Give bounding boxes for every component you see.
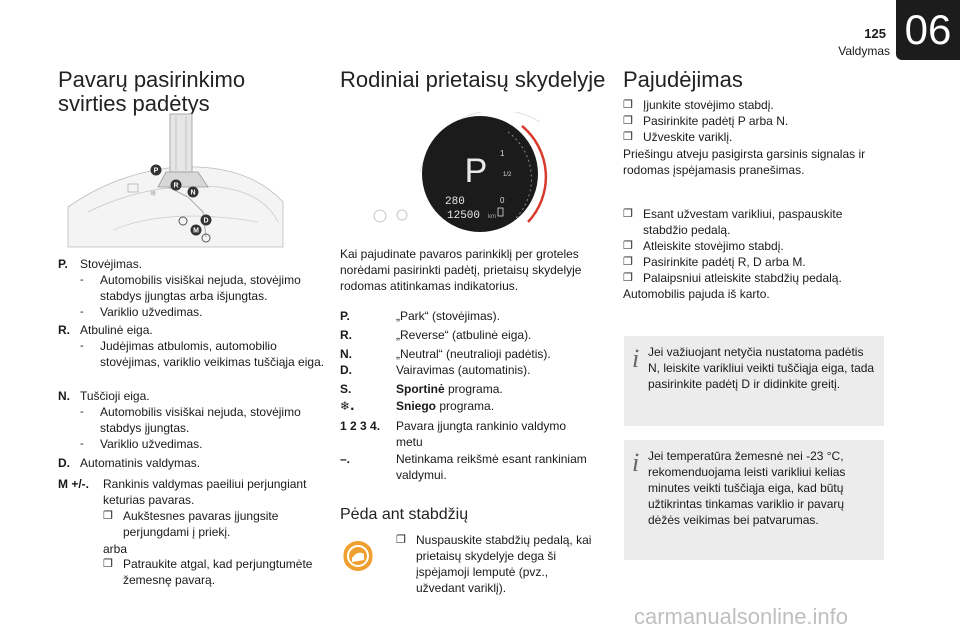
gear-lever-illustration: P R N D M ❄: [58, 112, 293, 252]
label-p: P: [154, 168, 159, 175]
note-2: Automobilis pajuda iš karto.: [623, 287, 770, 301]
svg-text:1: 1: [500, 149, 505, 158]
page-number: 125: [864, 26, 886, 41]
brake-warning-icon: [340, 536, 376, 576]
item-m-bullet-2: ❐Patraukite atgal, kad perjungtumėte žem…: [103, 557, 313, 587]
brake-instruction: ❐Nuspauskite stabdžių pedalą, kai prieta…: [396, 533, 592, 595]
note-1: Priešingu atveju pasigirsta garsinis sig…: [623, 147, 866, 177]
col2-intro: Kai pajudinate pavaros parinkiklį per gr…: [340, 247, 582, 293]
label-n: N: [190, 190, 195, 197]
item-m-label: Rankinis valdymas paeiliui perjungiant k…: [103, 477, 307, 507]
item-m-or: arba: [103, 542, 128, 556]
odometer-unit: km: [488, 214, 496, 220]
instrument-display-illustration: P 280 12500 km 1 1/2 0: [340, 109, 600, 232]
watermark: carmanualsonline.info: [634, 604, 849, 629]
col2-subtitle: Pėda ant stabdžių: [340, 506, 469, 523]
col2-title: Rodiniai prietaisų skydelyje: [340, 67, 606, 92]
item-n-dash-2: -Variklio užvedimas.: [80, 437, 203, 451]
step-5: ❐Atleiskite stovėjimo stabdį.: [623, 239, 784, 253]
info-icon: i: [632, 448, 640, 477]
item-m-bullet-1: ❐Aukštesnes pavaras įjungsite perjungdam…: [103, 509, 279, 539]
info-box-1: i Jei važiuojant netyčia nustatoma padėt…: [624, 336, 884, 426]
step-7: ❐Palaipsniui atleiskite stabdžių pedalą.: [623, 271, 842, 285]
speed-readout: 280: [445, 196, 465, 208]
step-6: ❐Pasirinkite padėtį R, D arba M.: [623, 255, 806, 269]
label-d: D: [203, 218, 208, 225]
item-r-dash-1: -Judėjimas atbulomis, automobilio stovėj…: [80, 339, 325, 369]
info-box-2: i Jei temperatūra žemesnė nei -23 °C, re…: [624, 440, 884, 560]
col3-title: Pajudėjimas: [623, 67, 743, 92]
step-4: ❐Esant užvestam varikliui, paspauskite s…: [623, 207, 843, 237]
label-m: M: [193, 228, 199, 235]
svg-text:0: 0: [500, 196, 505, 205]
item-p-dash-1: -Automobilis visiškai nejuda, stovėjimo …: [80, 273, 301, 303]
item-p-dash-2: -Variklio užvedimas.: [80, 305, 203, 319]
chapter-tab: 06: [896, 0, 960, 60]
svg-text:1/2: 1/2: [503, 172, 512, 178]
col1-title: Pavarų pasirinkimo svirties padėtys: [58, 67, 246, 116]
item-n-dash-1: -Automobilis visiškai nejuda, stovėjimo …: [80, 405, 301, 435]
svg-text:❄: ❄: [150, 189, 157, 198]
odometer-readout: 12500: [447, 210, 480, 222]
info-icon: i: [632, 344, 640, 373]
step-2: ❐Pasirinkite padėtį P arba N.: [623, 114, 789, 128]
step-1: ❐Įjunkite stovėjimo stabdį.: [623, 98, 774, 112]
section-name: Valdymas: [838, 44, 890, 58]
step-3: ❐Užveskite variklį.: [623, 130, 733, 144]
label-r: R: [173, 183, 178, 190]
gear-indicator: P: [465, 152, 488, 190]
